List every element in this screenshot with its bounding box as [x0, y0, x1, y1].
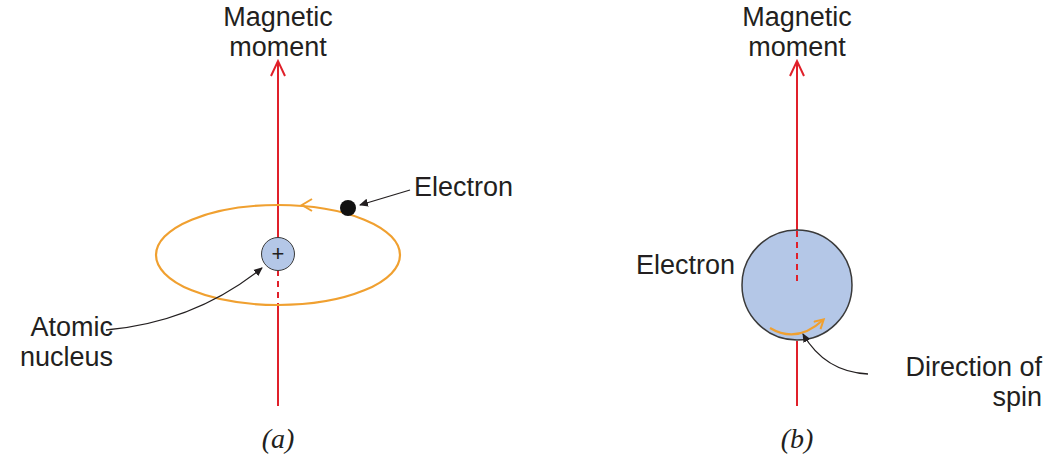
leader-line: [803, 334, 868, 374]
electron-orbit: [156, 205, 400, 305]
part-label: Electron: [636, 250, 735, 280]
moment-axis: [271, 61, 285, 406]
leader-line: [360, 190, 410, 205]
atomic-nucleus: +: [261, 237, 295, 271]
panel-caption: (b): [781, 424, 814, 454]
charge-sign: +: [272, 243, 285, 265]
axis-label: Magnetic moment: [727, 2, 867, 62]
spin-arrow: [770, 320, 823, 334]
orbit-arrow: [302, 199, 312, 211]
axis-label: Magnetic moment: [208, 2, 348, 62]
panel-caption: (a): [262, 424, 295, 454]
part-label: Atomic nucleus: [3, 312, 113, 372]
electron-dot: [340, 200, 356, 216]
leader-line: [106, 268, 262, 330]
part-label: Direction of spin: [892, 352, 1042, 412]
part-label: Electron: [414, 172, 513, 202]
electron-sphere: [742, 230, 852, 340]
moment-axis: [796, 231, 798, 285]
